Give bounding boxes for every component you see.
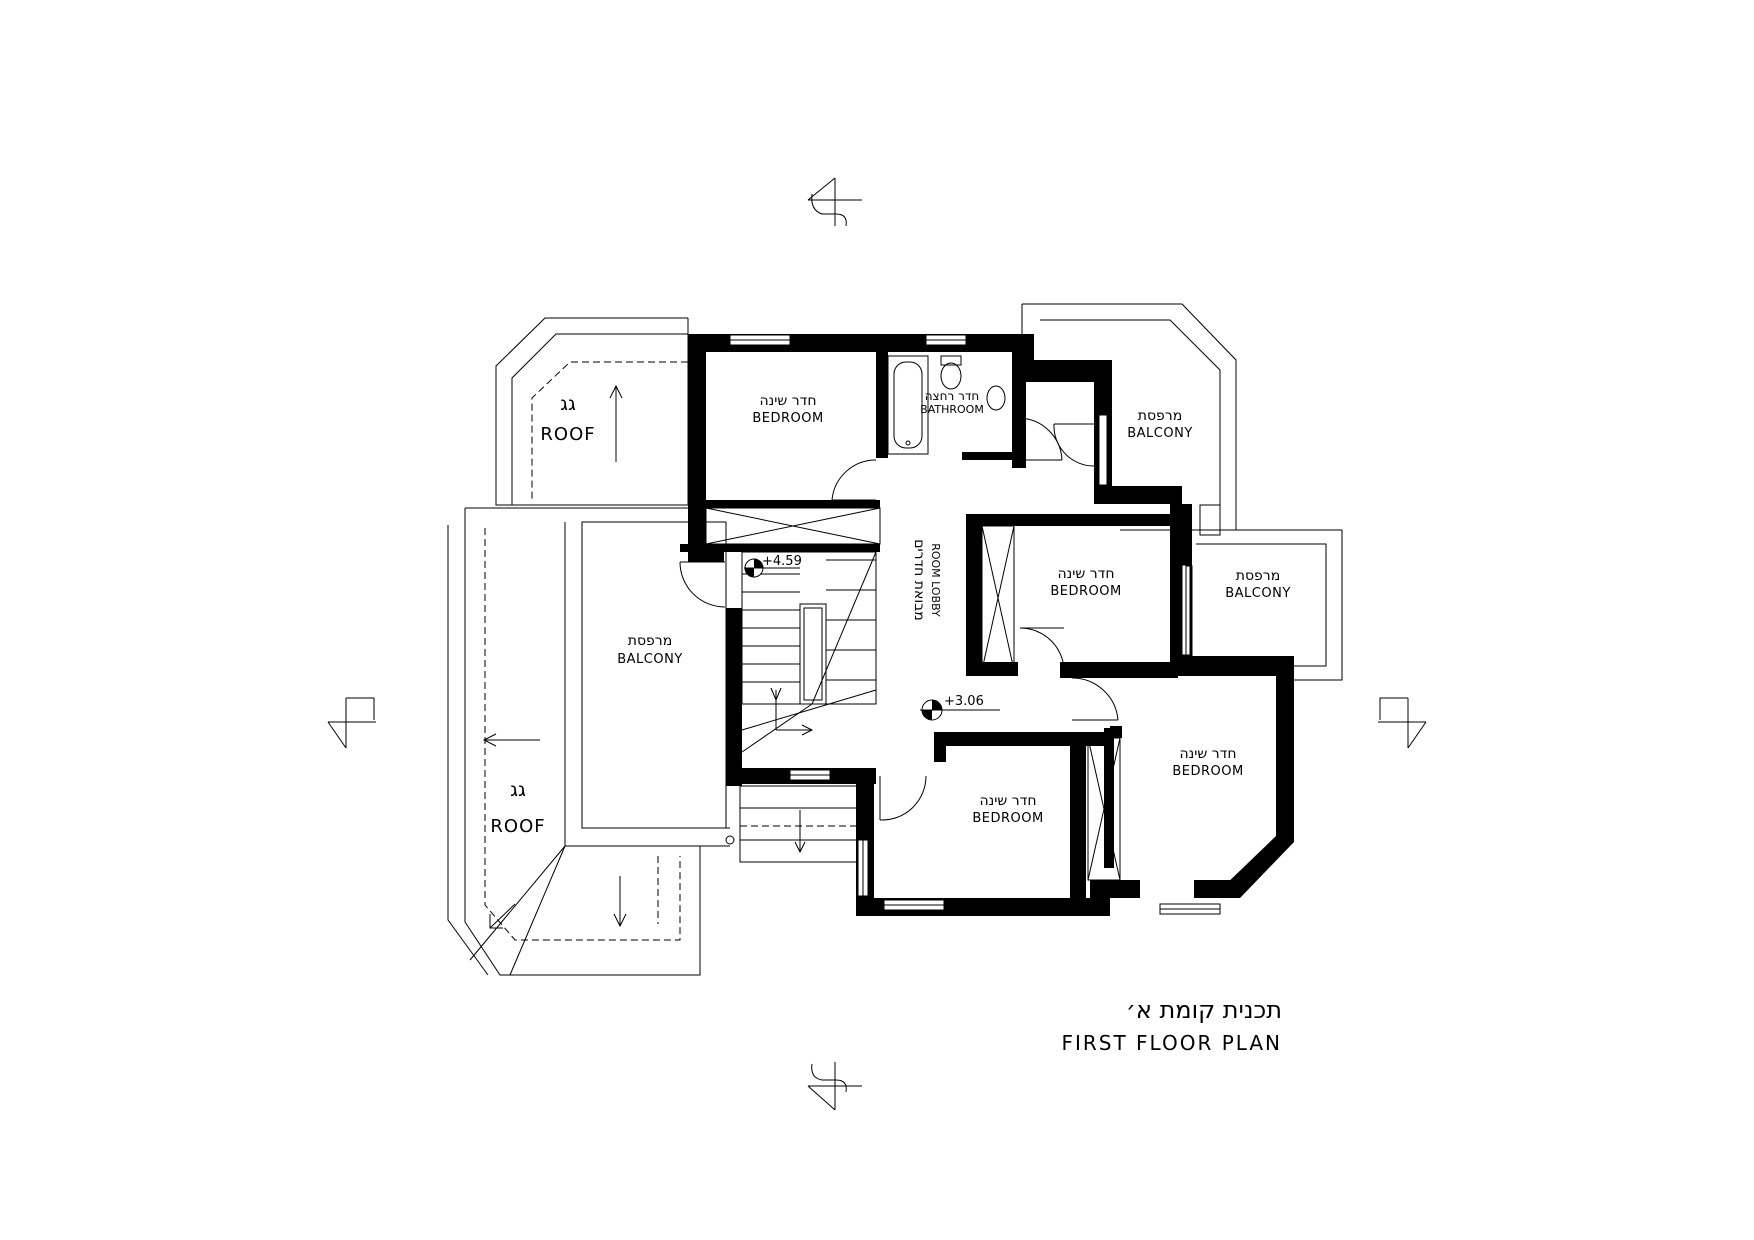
room-label-lobby: מבואת חדרים ROOM LOBBY (911, 539, 942, 621)
room-label-en: BALCONY (617, 652, 683, 667)
balcony-w-outline (581, 521, 735, 845)
room-label-en: ROOF (540, 424, 595, 445)
roof-w-slope-arrow-down (613, 876, 627, 928)
room-label-en: BEDROOM (752, 411, 823, 426)
room-label-he: חדר שינה (760, 393, 817, 409)
room-label-bedroom-s: חדר שינה BEDROOM (972, 793, 1043, 826)
room-label-he: מרפסת (1236, 568, 1280, 584)
drawing-title: תכנית קומת א׳ FIRST FLOOR PLAN (1061, 996, 1282, 1055)
doors (679, 417, 1193, 821)
room-label-roof-w: גג ROOF (490, 779, 545, 837)
lobby-label-he: מבואת חדרים (911, 539, 927, 621)
walls (680, 334, 1294, 916)
exterior-stair (739, 785, 859, 863)
room-label-bathroom: חדר רחצה BATHROOM (920, 389, 984, 416)
roof-w-outline (447, 507, 730, 976)
room-label-en: ROOF (490, 816, 545, 837)
room-label-en: BEDROOM (972, 811, 1043, 826)
room-label-roof-nw: גג ROOF (540, 393, 595, 445)
level-marker-lobby: +3.06 (920, 694, 1000, 721)
section-marker-top (807, 177, 862, 227)
room-label-he: מרפסת (1138, 408, 1182, 424)
title-he: תכנית קומת א׳ (1126, 996, 1282, 1024)
bathroom-fixtures (887, 355, 1006, 455)
room-label-en: BEDROOM (1172, 764, 1243, 779)
room-label-balcony-w: מרפסת BALCONY (617, 633, 683, 667)
roof-w-slope-arrow-diag (489, 903, 516, 929)
room-label-he: חדר שינה (1180, 746, 1237, 762)
room-label-he: מרפסת (628, 633, 672, 649)
room-label-bedroom-se: חדר שינה BEDROOM (1172, 746, 1243, 779)
room-label-he: גג (560, 393, 576, 415)
room-label-he: חדר שינה (1058, 566, 1115, 582)
title-en: FIRST FLOOR PLAN (1061, 1031, 1282, 1055)
lobby-label-en: ROOM LOBBY (929, 543, 942, 617)
room-label-bedroom-nw: חדר שינה BEDROOM (752, 393, 823, 426)
balcony-ne-outline (1021, 303, 1237, 536)
level-marker-stair: +4.59 (744, 554, 802, 578)
room-label-en: BATHROOM (920, 403, 984, 416)
room-label-bedroom-e: חדר שינה BEDROOM (1050, 566, 1121, 599)
room-label-he: חדר שינה (980, 793, 1037, 809)
roof-nw-outline (495, 317, 689, 506)
room-label-en: BALCONY (1127, 426, 1193, 441)
roof-w-slope-arrow (482, 733, 540, 747)
level-label-stair: +4.59 (762, 554, 802, 569)
section-marker-left (327, 697, 376, 749)
room-label-en: BEDROOM (1050, 584, 1121, 599)
section-marker-bottom (807, 1062, 862, 1111)
section-marker-right (1378, 697, 1427, 749)
wardrobes (705, 507, 1121, 881)
stairs (741, 551, 877, 753)
room-label-balcony-ne: מרפסת BALCONY (1127, 408, 1193, 441)
windows (729, 334, 1221, 915)
roof-nw-slope-arrow (609, 384, 623, 462)
room-label-he: גג (510, 779, 526, 801)
room-label-he: חדר רחצה (925, 389, 980, 403)
room-label-balcony-e: מרפסת BALCONY (1225, 568, 1291, 601)
level-label-lobby: +3.06 (944, 694, 984, 709)
room-label-en: BALCONY (1225, 586, 1291, 601)
